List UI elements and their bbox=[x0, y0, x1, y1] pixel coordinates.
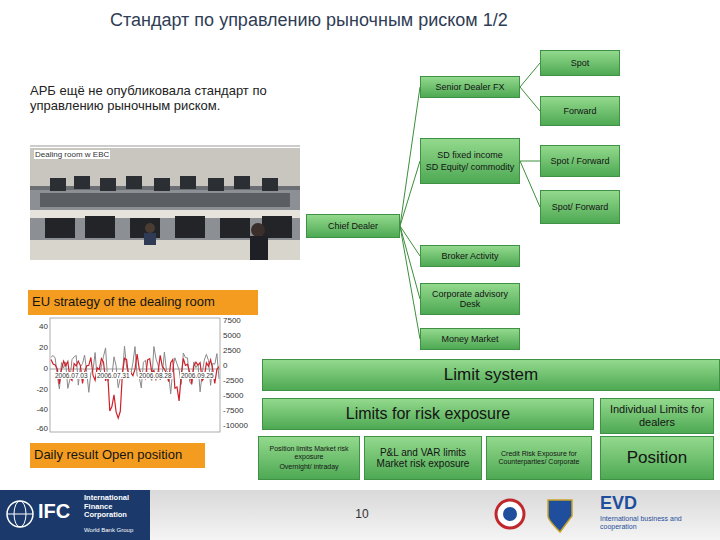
axis-label: 2006.08.28 bbox=[138, 372, 173, 379]
globe-equator bbox=[7, 514, 33, 515]
process-box: Broker Activity bbox=[420, 245, 520, 267]
node-text: Forward bbox=[563, 106, 596, 116]
node-text: SD Equity/ commodity bbox=[426, 162, 515, 172]
node-text: Senior Dealer FX bbox=[435, 82, 504, 92]
connector-line bbox=[520, 87, 540, 111]
emblem-circle bbox=[496, 500, 524, 528]
node-text: Broker Activity bbox=[441, 251, 498, 261]
connector-line bbox=[520, 161, 540, 207]
axis-label: 20 bbox=[28, 343, 48, 352]
node-text: SD fixed income bbox=[437, 150, 503, 160]
process-box: Position bbox=[600, 436, 714, 480]
chart-frame bbox=[50, 318, 220, 432]
process-box: Senior Dealer FX bbox=[420, 76, 520, 98]
note-text: International Finance Corporation bbox=[84, 494, 148, 520]
process-box: SD fixed income SD Equity/ commodity bbox=[420, 138, 520, 184]
axis-label: 40 bbox=[28, 322, 48, 331]
node-text: Chief Dealer bbox=[328, 221, 378, 231]
process-box: Spot bbox=[540, 50, 620, 76]
axis-label: -20 bbox=[28, 385, 48, 394]
axis-label: -60 bbox=[28, 424, 48, 433]
process-box: Individual Limits for dealers bbox=[600, 398, 714, 434]
photo bbox=[30, 148, 300, 260]
axis-label: 7500 bbox=[223, 316, 259, 325]
footer-band bbox=[0, 490, 720, 540]
note-text: IFC bbox=[38, 500, 82, 523]
note-box: EU strategy of the dealing room bbox=[28, 290, 258, 315]
axis-label: -10000 bbox=[223, 421, 259, 430]
note-box: Daily result Open position bbox=[30, 443, 205, 468]
axis-label: -7500 bbox=[223, 406, 259, 415]
node-text: Daily result Open position bbox=[34, 448, 182, 463]
node-text: P&L and VAR limits Market risk exposure bbox=[369, 447, 477, 470]
connector-line bbox=[520, 63, 540, 87]
ifc-block bbox=[0, 490, 150, 540]
node-text: Overnight/ intraday bbox=[279, 463, 338, 471]
process-box: Corporate advisory Desk bbox=[420, 283, 520, 315]
process-box: Limits for risk exposure bbox=[262, 398, 594, 430]
axis-label: 0 bbox=[28, 364, 48, 373]
note-text: АРБ ещё не опубликовала стандарт по упра… bbox=[30, 84, 300, 114]
node-text: Limit system bbox=[444, 365, 538, 385]
slide-title: Стандарт по управлению рыночным риском 1… bbox=[110, 10, 508, 31]
note-text: International business and cooperation bbox=[600, 515, 715, 531]
globe-icon bbox=[7, 501, 33, 527]
process-box: Spot / Forward bbox=[540, 145, 620, 177]
node-text: Individual Limits for dealers bbox=[605, 403, 709, 428]
node-text: Limits for risk exposure bbox=[346, 405, 511, 423]
connector-line bbox=[400, 226, 420, 299]
axis-label: 2500 bbox=[223, 346, 259, 355]
rule bbox=[30, 146, 300, 147]
node-text: Position limits Market risk exposure bbox=[263, 445, 355, 461]
coat-of-arms bbox=[548, 500, 572, 532]
axis-label: 2006.07.03 bbox=[54, 372, 89, 379]
node-text: Credit Risk Exposure for Counterparties/… bbox=[491, 450, 587, 466]
axis-label: 2006.07.31 bbox=[96, 372, 131, 379]
process-box: Position limits Market risk exposureOver… bbox=[258, 436, 360, 480]
node-text: Money Market bbox=[441, 334, 498, 344]
node-text: Spot bbox=[571, 58, 590, 68]
node-text: Spot / Forward bbox=[550, 156, 609, 166]
red-series bbox=[51, 354, 219, 418]
axis-label: -40 bbox=[28, 405, 48, 414]
connector-line bbox=[400, 87, 420, 226]
axis-label: -2500 bbox=[223, 376, 259, 385]
process-box: Chief Dealer bbox=[306, 214, 400, 238]
node-text: Corporate advisory Desk bbox=[425, 289, 515, 310]
axis-label: 2006.09.25 bbox=[180, 372, 215, 379]
process-box: Forward bbox=[540, 96, 620, 126]
connector-line bbox=[400, 226, 420, 339]
connector-line bbox=[400, 161, 420, 226]
process-box: Money Market bbox=[420, 328, 520, 350]
process-box: Spot/ Forward bbox=[540, 190, 620, 224]
axis-label: -5000 bbox=[223, 391, 259, 400]
axis-label: 5000 bbox=[223, 331, 259, 340]
note-text: EVD bbox=[600, 493, 660, 514]
process-box: Limit system bbox=[262, 359, 720, 391]
connector-line bbox=[520, 161, 540, 162]
process-box: P&L and VAR limits Market risk exposure bbox=[364, 436, 482, 480]
note-text: Dealing room w EBC bbox=[34, 150, 110, 159]
emblem-core bbox=[503, 507, 517, 521]
process-box: Credit Risk Exposure for Counterparties/… bbox=[486, 436, 592, 480]
axis-label: 0 bbox=[223, 361, 259, 370]
note-text: World Bank Group bbox=[84, 527, 148, 534]
node-text: EU strategy of the dealing room bbox=[32, 295, 215, 310]
node-text: Spot/ Forward bbox=[552, 202, 609, 212]
node-text: Position bbox=[627, 448, 687, 468]
note-text: 10 bbox=[350, 508, 374, 522]
